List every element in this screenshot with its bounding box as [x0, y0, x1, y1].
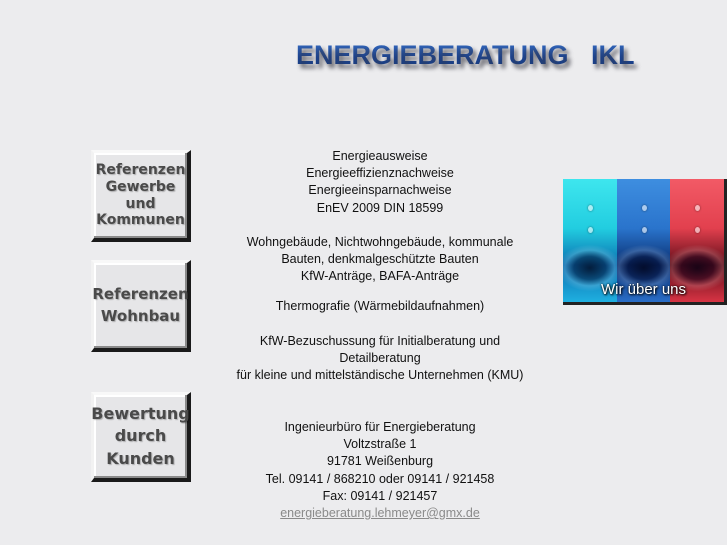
ripple-shape [670, 244, 724, 291]
kfw-line: für kleine und mittelständische Unterneh… [236, 368, 524, 383]
drop-icon [641, 205, 647, 211]
nav-button-referenzen-gewerbe-kommunen[interactable]: Referenzen Gewerbe und Kommunen [91, 150, 191, 242]
service-item: Energieausweise [332, 149, 428, 163]
nav-button-label-line: Wohnbau [100, 306, 181, 325]
buildings-line: Bauten, denkmalgeschützte Bauten [281, 252, 479, 267]
nav-button-label-line: Referenzen [92, 284, 189, 303]
nav-button-label-line: Kunden [106, 448, 175, 468]
nav-button-label-line: Kommunen [96, 212, 185, 229]
site-title-shadow: ENERGIEBERATUNG IKL [299, 44, 638, 75]
about-us-button[interactable]: Wir über uns [563, 179, 727, 305]
ripple-shape [616, 244, 671, 291]
contact-fax: Fax: 09141 / 921457 [322, 488, 438, 503]
service-item: EnEV 2009 DIN 18599 [316, 200, 444, 215]
thermography-text: Thermografie (Wärmebildaufnahmen) [220, 298, 540, 315]
drop-icon [587, 205, 593, 211]
buildings-line: Wohngebäude, Nichtwohngebäude, kommunale [246, 235, 514, 249]
buildings-line: KfW-Anträge, BAFA-Anträge [300, 269, 460, 284]
drop-icon [641, 227, 647, 233]
service-item: Energieeffizienznachweise [306, 166, 454, 181]
nav-button-label-line: Bewertung [91, 403, 190, 423]
kfw-line: Detailberatung [339, 351, 421, 366]
services-list: Energieausweise Energieeffizienznachweis… [220, 148, 540, 217]
nav-button-label-line: Referenzen [95, 161, 186, 178]
nav-button-referenzen-wohnbau[interactable]: Referenzen Wohnbau [91, 260, 191, 352]
site-title: ENERGIEBERATUNG IKL [296, 40, 635, 70]
contact-email-link[interactable]: energieberatung.lehmeyer@gmx.de [280, 506, 480, 521]
nav-button-label-line: und [125, 195, 156, 212]
contact-city: 91781 Weißenburg [326, 454, 434, 469]
service-item: Energieeinsparnachweise [308, 183, 452, 198]
drop-icon [695, 227, 701, 233]
water-drop-image-blue [616, 179, 671, 302]
buildings-text: Wohngebäude, Nichtwohngebäude, kommunale… [220, 234, 540, 286]
nav-button-bewertung-durch-kunden[interactable]: Bewertung durch Kunden [91, 392, 191, 482]
kfw-text: KfW-Bezuschussung für Initialberatung un… [220, 333, 540, 385]
contact-phone: Tel. 09141 / 868210 oder 09141 / 921458 [265, 471, 495, 486]
drop-icon [587, 227, 593, 233]
nav-button-label-line: Gewerbe [105, 178, 176, 195]
kfw-line: KfW-Bezuschussung für Initialberatung un… [259, 334, 501, 348]
ripple-shape [563, 244, 617, 291]
contact-company: Ingenieurbüro für Energieberatung [284, 420, 476, 434]
water-drop-image-red [670, 179, 724, 302]
contact-street: Voltzstraße 1 [343, 437, 417, 452]
thermography-line: Thermografie (Wärmebildaufnahmen) [275, 299, 485, 313]
about-us-label: Wir über uns [600, 281, 687, 298]
water-drop-image-cyan [563, 179, 617, 302]
contact-block: Ingenieurbüro für Energieberatung Voltzs… [220, 419, 540, 522]
nav-button-label-line: durch [114, 426, 167, 446]
drop-icon [695, 205, 701, 211]
